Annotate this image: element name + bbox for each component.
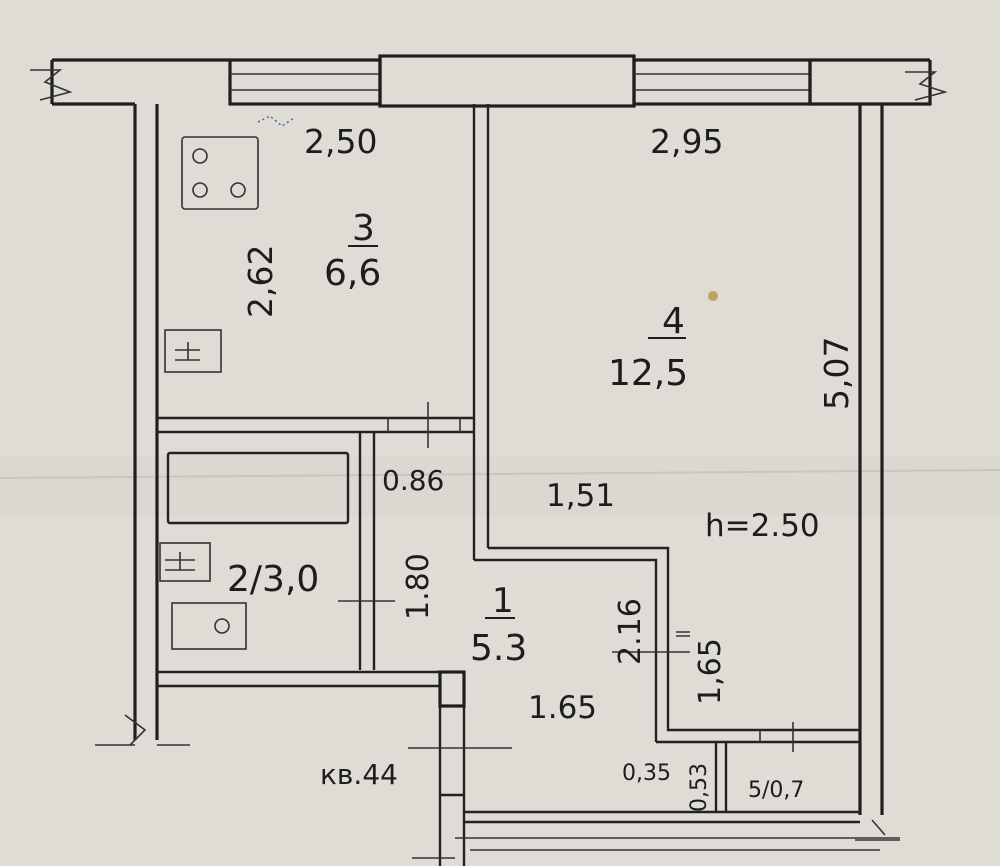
bath-door-label: 0.86 — [382, 464, 444, 497]
exterior-wall-left — [95, 104, 190, 746]
living-width-label: 2,95 — [650, 122, 723, 161]
kitchen-depth-label: 2,62 — [241, 245, 280, 318]
exterior-wall-right — [855, 104, 900, 841]
living-lower-label: 1,65 — [693, 638, 728, 705]
closet-label: 5/0,7 — [748, 778, 804, 803]
living-area: 12,5 — [608, 353, 688, 394]
living-depth-label: 5,07 — [817, 337, 856, 410]
kitchen-width-label: 2,50 — [304, 122, 377, 161]
interior-walls — [157, 104, 900, 866]
hall-side-label: 2.16 — [613, 598, 648, 665]
closet-width-label: 0,35 — [622, 761, 671, 786]
toilet-icon — [171, 602, 247, 650]
living-number: 4 — [662, 301, 685, 342]
kitchen-number: 3 — [352, 208, 375, 249]
bathtub-icon — [166, 451, 350, 525]
kitchen-area: 6,6 — [324, 253, 381, 294]
hall-area: 5.3 — [470, 628, 527, 669]
dimension-lines — [338, 402, 794, 752]
bathroom-label: 2/3,0 — [227, 559, 319, 600]
apartment-number: кв.44 — [320, 758, 398, 791]
stove-icon — [181, 136, 259, 210]
ceiling-height-label: h=2.50 — [705, 508, 820, 544]
bath-depth-label: 1.80 — [401, 553, 436, 620]
hall-width-label: 1.65 — [528, 690, 597, 726]
hall-top-label: 1,51 — [546, 478, 615, 514]
washbasin-icon — [159, 542, 211, 582]
stain — [708, 291, 718, 301]
exterior-wall-top — [30, 54, 948, 108]
closet-depth-label: 0,53 — [687, 763, 712, 812]
hall-number: 1 — [492, 581, 514, 621]
kitchen-sink-icon — [164, 329, 222, 373]
